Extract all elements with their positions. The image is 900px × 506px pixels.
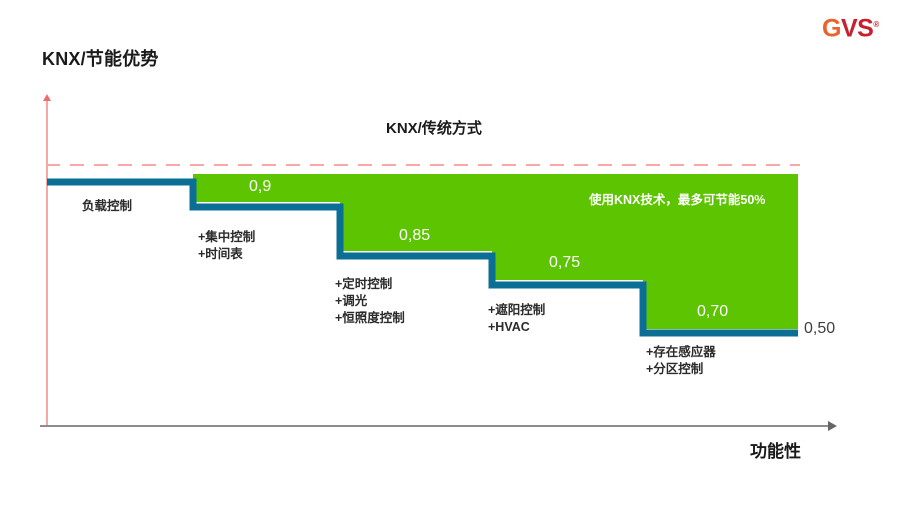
x-axis-label: 功能性 (750, 442, 801, 461)
x-axis-line (40, 425, 830, 427)
logo-letters-vs: VS (840, 14, 874, 43)
annotation-step-2: +集中控制 +时间表 (198, 230, 256, 261)
y-axis-arrow-icon (43, 94, 51, 101)
savings-callout-text: 使用KNX技术，最多可节能50% (589, 193, 766, 207)
annotation-step-1: 负载控制 (82, 199, 133, 213)
value-label-final: 0,50 (804, 320, 836, 337)
logo-letter-g: G (822, 14, 841, 43)
trademark-symbol: ® (873, 20, 879, 29)
value-label-step-5: 0,70 (697, 303, 729, 320)
annotation-step-4: +遮阳控制 +HVAC (488, 303, 546, 334)
value-label-step-2: 0,9 (249, 178, 272, 195)
value-label-step-3: 0,85 (399, 227, 431, 244)
page-title: KNX/节能优势 (42, 49, 159, 69)
value-label-step-4: 0,75 (549, 254, 581, 271)
chart-title: KNX/传统方式 (386, 120, 482, 137)
annotation-step-3: +定时控制 +调光 +恒照度控制 (335, 277, 405, 325)
blue-step-line (47, 178, 798, 337)
x-axis-arrow-icon (828, 421, 837, 431)
y-axis-line (46, 96, 48, 427)
annotation-step-5: +存在感应器 +分区控制 (646, 345, 716, 376)
reference-dashed-line (46, 164, 800, 166)
gvs-logo: GVS® (822, 13, 888, 41)
green-savings-area (47, 174, 798, 329)
